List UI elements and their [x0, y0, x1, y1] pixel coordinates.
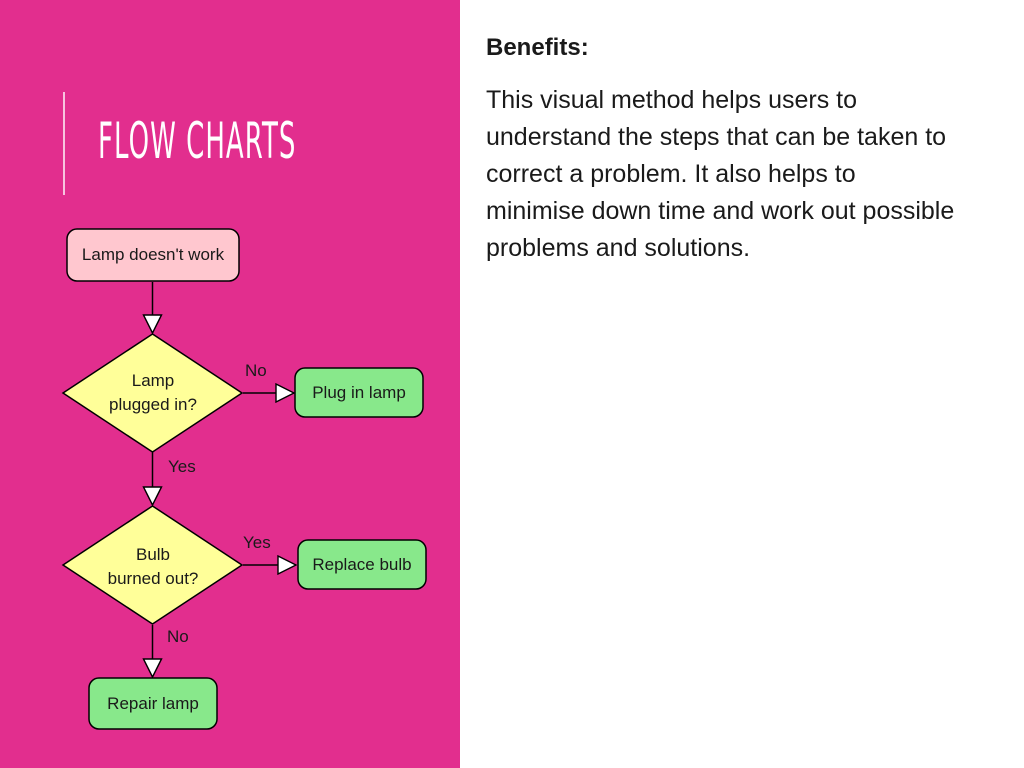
edge-label-no-1: No	[245, 361, 267, 380]
edge-label-yes-1: Yes	[168, 457, 196, 476]
start-node	[66, 228, 240, 282]
benefits-heading: Benefits:	[486, 34, 589, 61]
flowchart: Lamp doesn't work Lamp plugged in? Plug …	[61, 228, 427, 730]
action1-label: Plug in lamp	[312, 383, 406, 402]
title-rule	[63, 92, 65, 195]
action-node-plug-in-lamp	[294, 367, 424, 418]
decision2-label-line1: Bulb	[136, 545, 170, 564]
decision1-label-line2: plugged in?	[109, 395, 197, 414]
edge-label-no-2: No	[167, 627, 189, 646]
decision-node-bulb-burned	[61, 505, 244, 625]
action-node-repair-lamp	[88, 677, 218, 730]
edge-label-yes-2: Yes	[243, 533, 271, 552]
decision2-label-line2: burned out?	[108, 569, 199, 588]
action3-label: Repair lamp	[107, 694, 199, 713]
decision-node-lamp-plugged	[61, 333, 244, 453]
slide-title: FLOW CHARTS	[98, 112, 297, 170]
action-node-replace-bulb	[297, 539, 427, 590]
action2-label: Replace bulb	[312, 555, 411, 574]
benefits-panel: Benefits: This visual method helps users…	[486, 34, 986, 267]
start-node-label: Lamp doesn't work	[82, 245, 225, 264]
decision1-label-line1: Lamp	[132, 371, 175, 390]
benefits-body: This visual method helps users to unders…	[486, 86, 955, 262]
